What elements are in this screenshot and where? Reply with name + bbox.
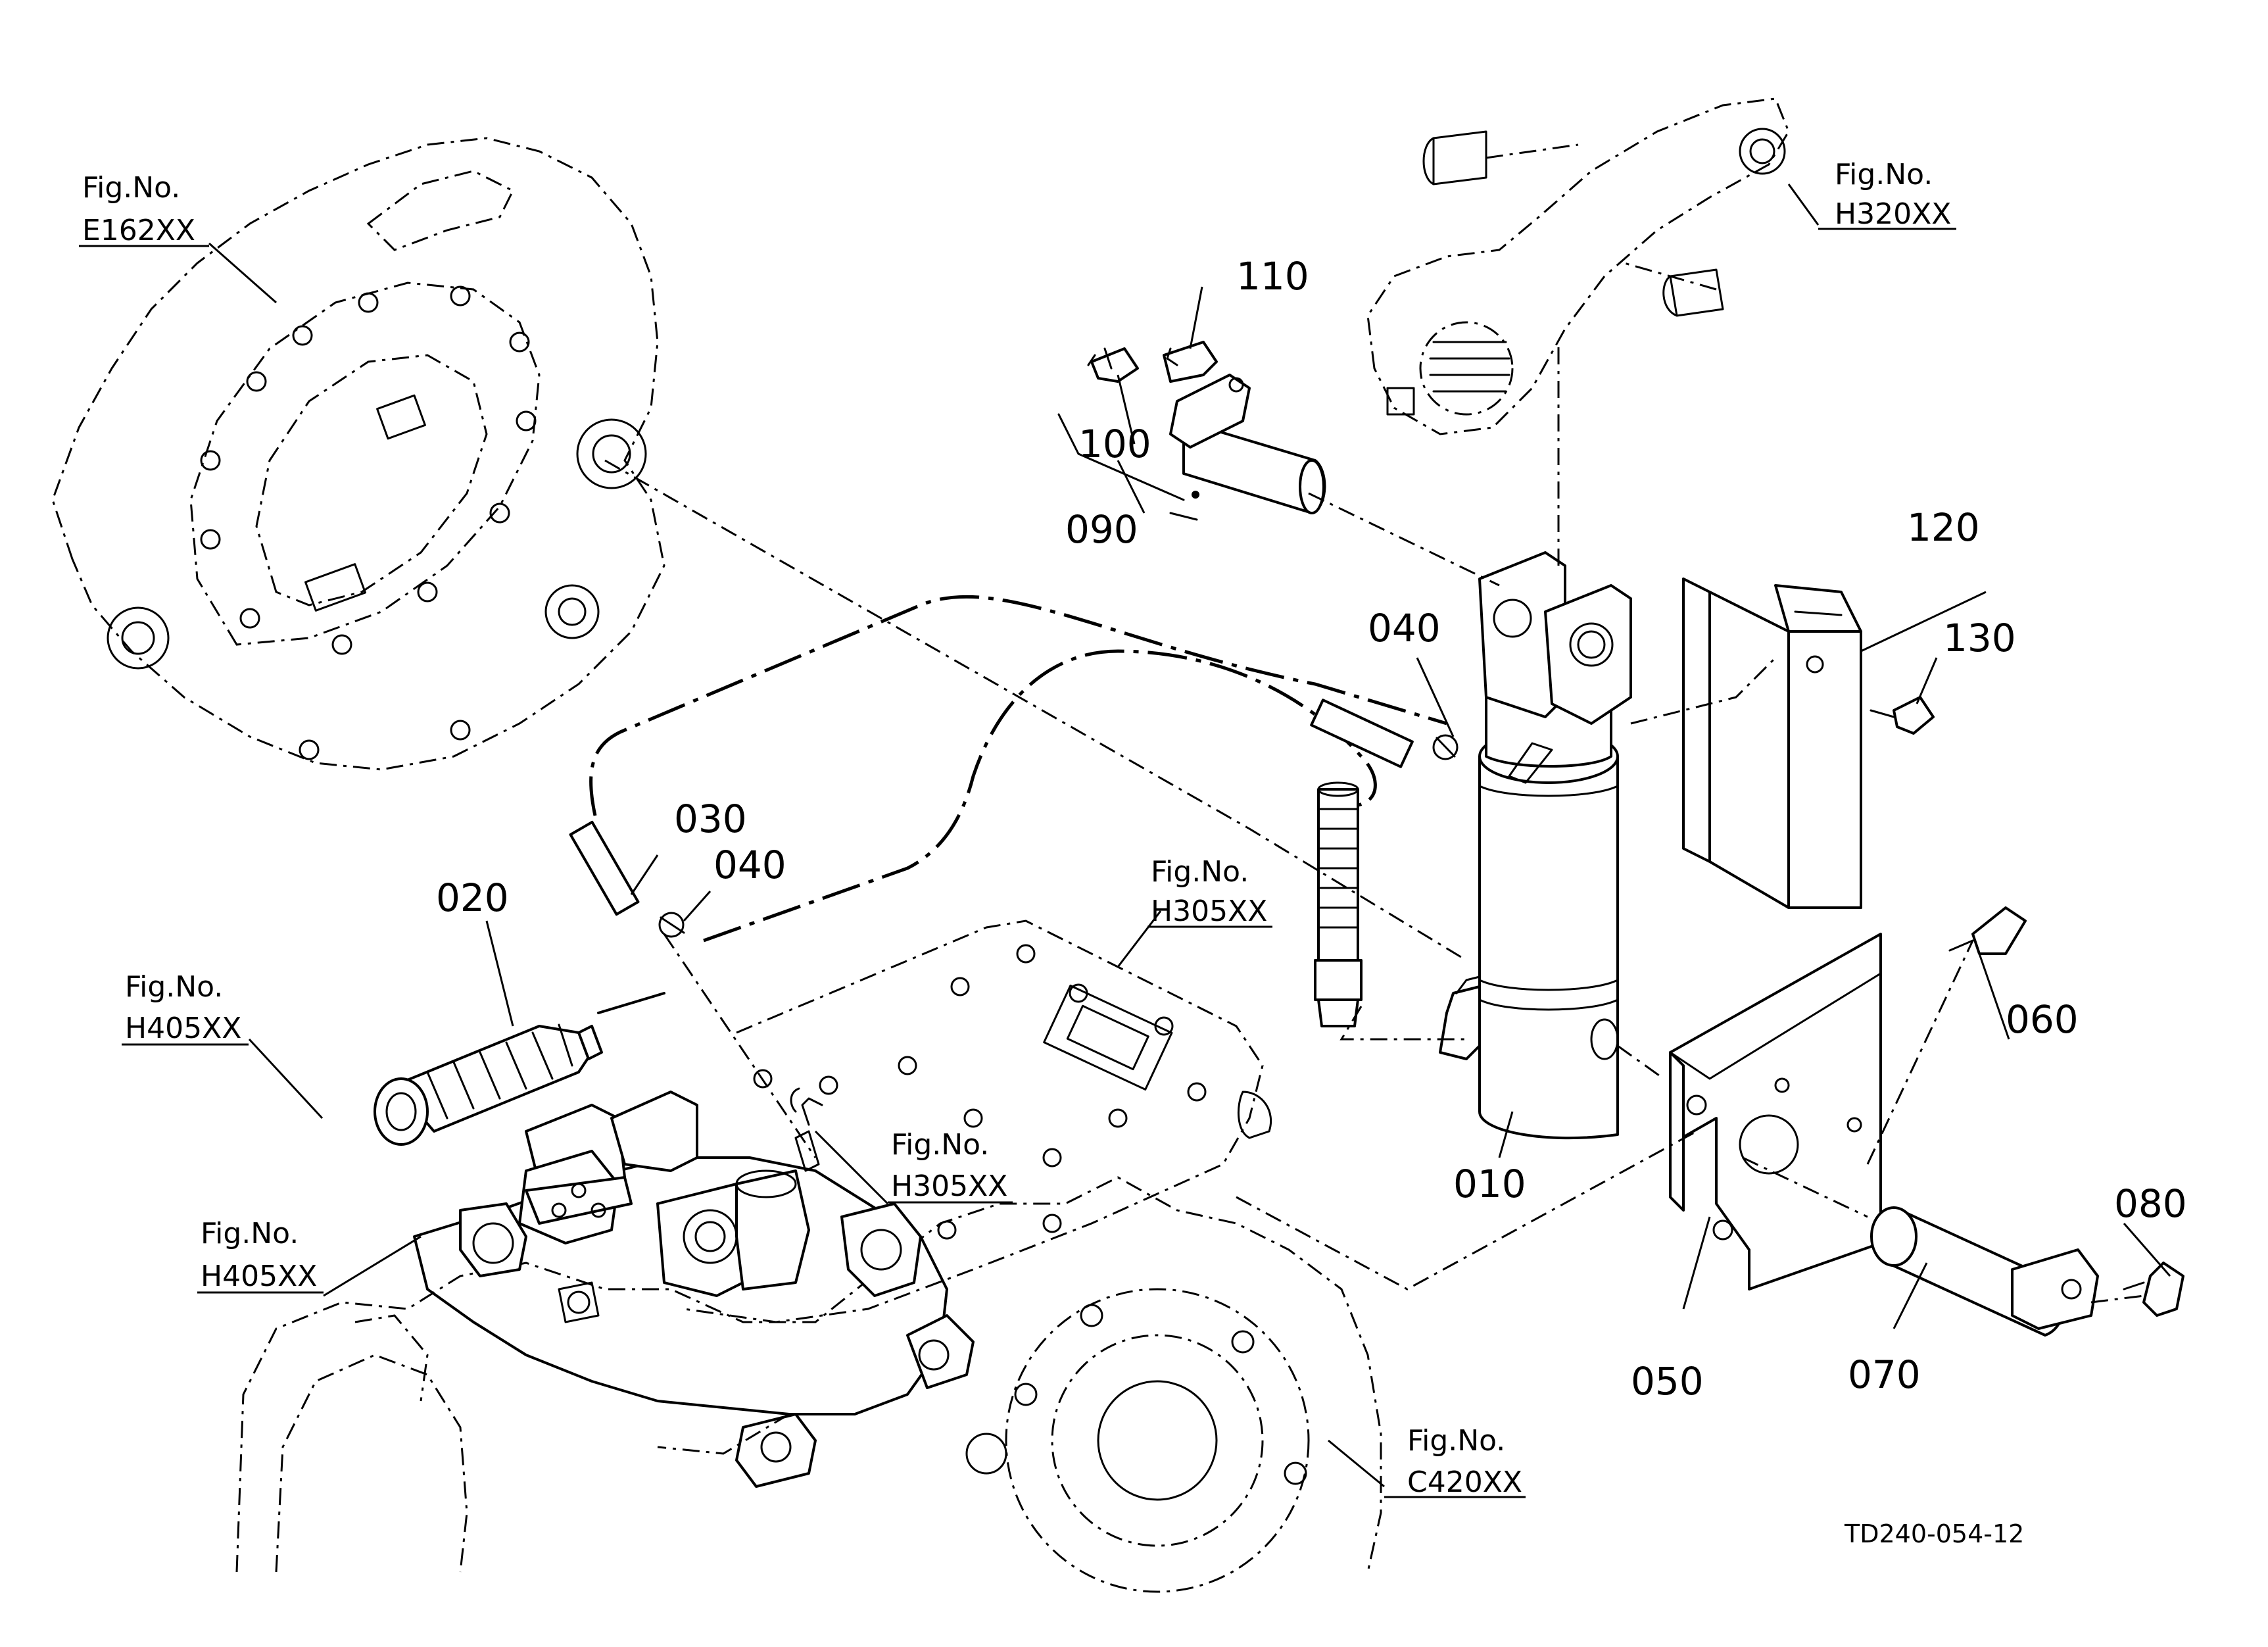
fig-ref-c420: Fig.No. C420XX [1384, 1424, 1526, 1499]
fig-ref-h305-upper: Fig.No. H305XX [1147, 855, 1272, 928]
fig-ref-h405-upper-line1: Fig.No. [125, 970, 223, 1004]
part-number-labels: 010 020 030 040 040 050 060 070 080 090 … [436, 254, 2187, 1404]
part-label-050: 050 [1631, 1359, 1704, 1404]
fig-ref-h305-lower: Fig.No. H305XX [888, 1128, 1013, 1204]
hydraulic-cylinder-drawing [1439, 551, 1632, 1140]
fig-ref-e162: Fig.No. E162XX [79, 171, 209, 247]
part-label-070: 070 [1848, 1352, 1921, 1397]
pin-fitting-drawing [1057, 341, 1326, 521]
fig-ref-h405-lower-line1: Fig.No. [201, 1217, 299, 1250]
part-label-130: 130 [1943, 616, 2016, 660]
lift-arm-drawing [1366, 97, 1790, 435]
fig-ref-h405-lower-line2: H405XX [201, 1260, 317, 1293]
part-label-010: 010 [1453, 1162, 1526, 1206]
fig-ref-c420-line1: Fig.No. [1407, 1424, 1505, 1458]
fig-ref-h405-upper: Fig.No. H405XX [122, 970, 249, 1046]
assembly-lines [604, 342, 2144, 1304]
fig-ref-h320: Fig.No. H320XX [1818, 158, 1956, 231]
hoses-drawing [374, 595, 1459, 1146]
part-label-100: 100 [1078, 422, 1151, 466]
cover-plate-drawing [1682, 578, 1935, 909]
bracket-drawing [1669, 906, 2184, 1337]
transmission-housing-drawing [51, 137, 665, 771]
fig-ref-e162-line1: Fig.No. [82, 171, 180, 205]
part-label-040-upper: 040 [1368, 606, 1441, 651]
leader-lines [208, 184, 2171, 1488]
part-label-040-lower: 040 [713, 843, 786, 887]
part-label-080: 080 [2114, 1181, 2187, 1226]
front-housing-drawing [235, 1176, 1382, 1593]
figure-reference-labels: Fig.No. E162XX Fig.No. H320XX Fig.No. H3… [79, 158, 1956, 1499]
part-label-060: 060 [2006, 997, 2079, 1042]
fig-ref-h405-lower: Fig.No. H405XX [197, 1217, 324, 1294]
control-valve-drawing [354, 1091, 975, 1488]
fig-ref-h305-upper-line2: H305XX [1151, 895, 1267, 928]
drawing-code: TD240-054-12 [1844, 1519, 2024, 1548]
fig-ref-h305-lower-line1: Fig.No. [891, 1128, 989, 1162]
part-label-110: 110 [1236, 254, 1309, 299]
part-label-030: 030 [674, 797, 747, 841]
part-label-090: 090 [1065, 507, 1138, 552]
fig-ref-h305-lower-line2: H305XX [891, 1169, 1007, 1203]
fig-ref-h320-line2: H320XX [1835, 197, 1951, 231]
fig-ref-h305-upper-line1: Fig.No. [1151, 855, 1249, 889]
fig-ref-c420-line2: C420XX [1407, 1465, 1522, 1499]
valve-plate-drawing [683, 920, 1272, 1323]
fig-ref-h320-line1: Fig.No. [1835, 158, 1933, 191]
fig-ref-e162-line2: E162XX [82, 214, 195, 247]
part-label-020: 020 [436, 875, 509, 920]
fig-ref-h405-upper-line2: H405XX [125, 1012, 241, 1045]
part-label-120: 120 [1907, 505, 1980, 550]
